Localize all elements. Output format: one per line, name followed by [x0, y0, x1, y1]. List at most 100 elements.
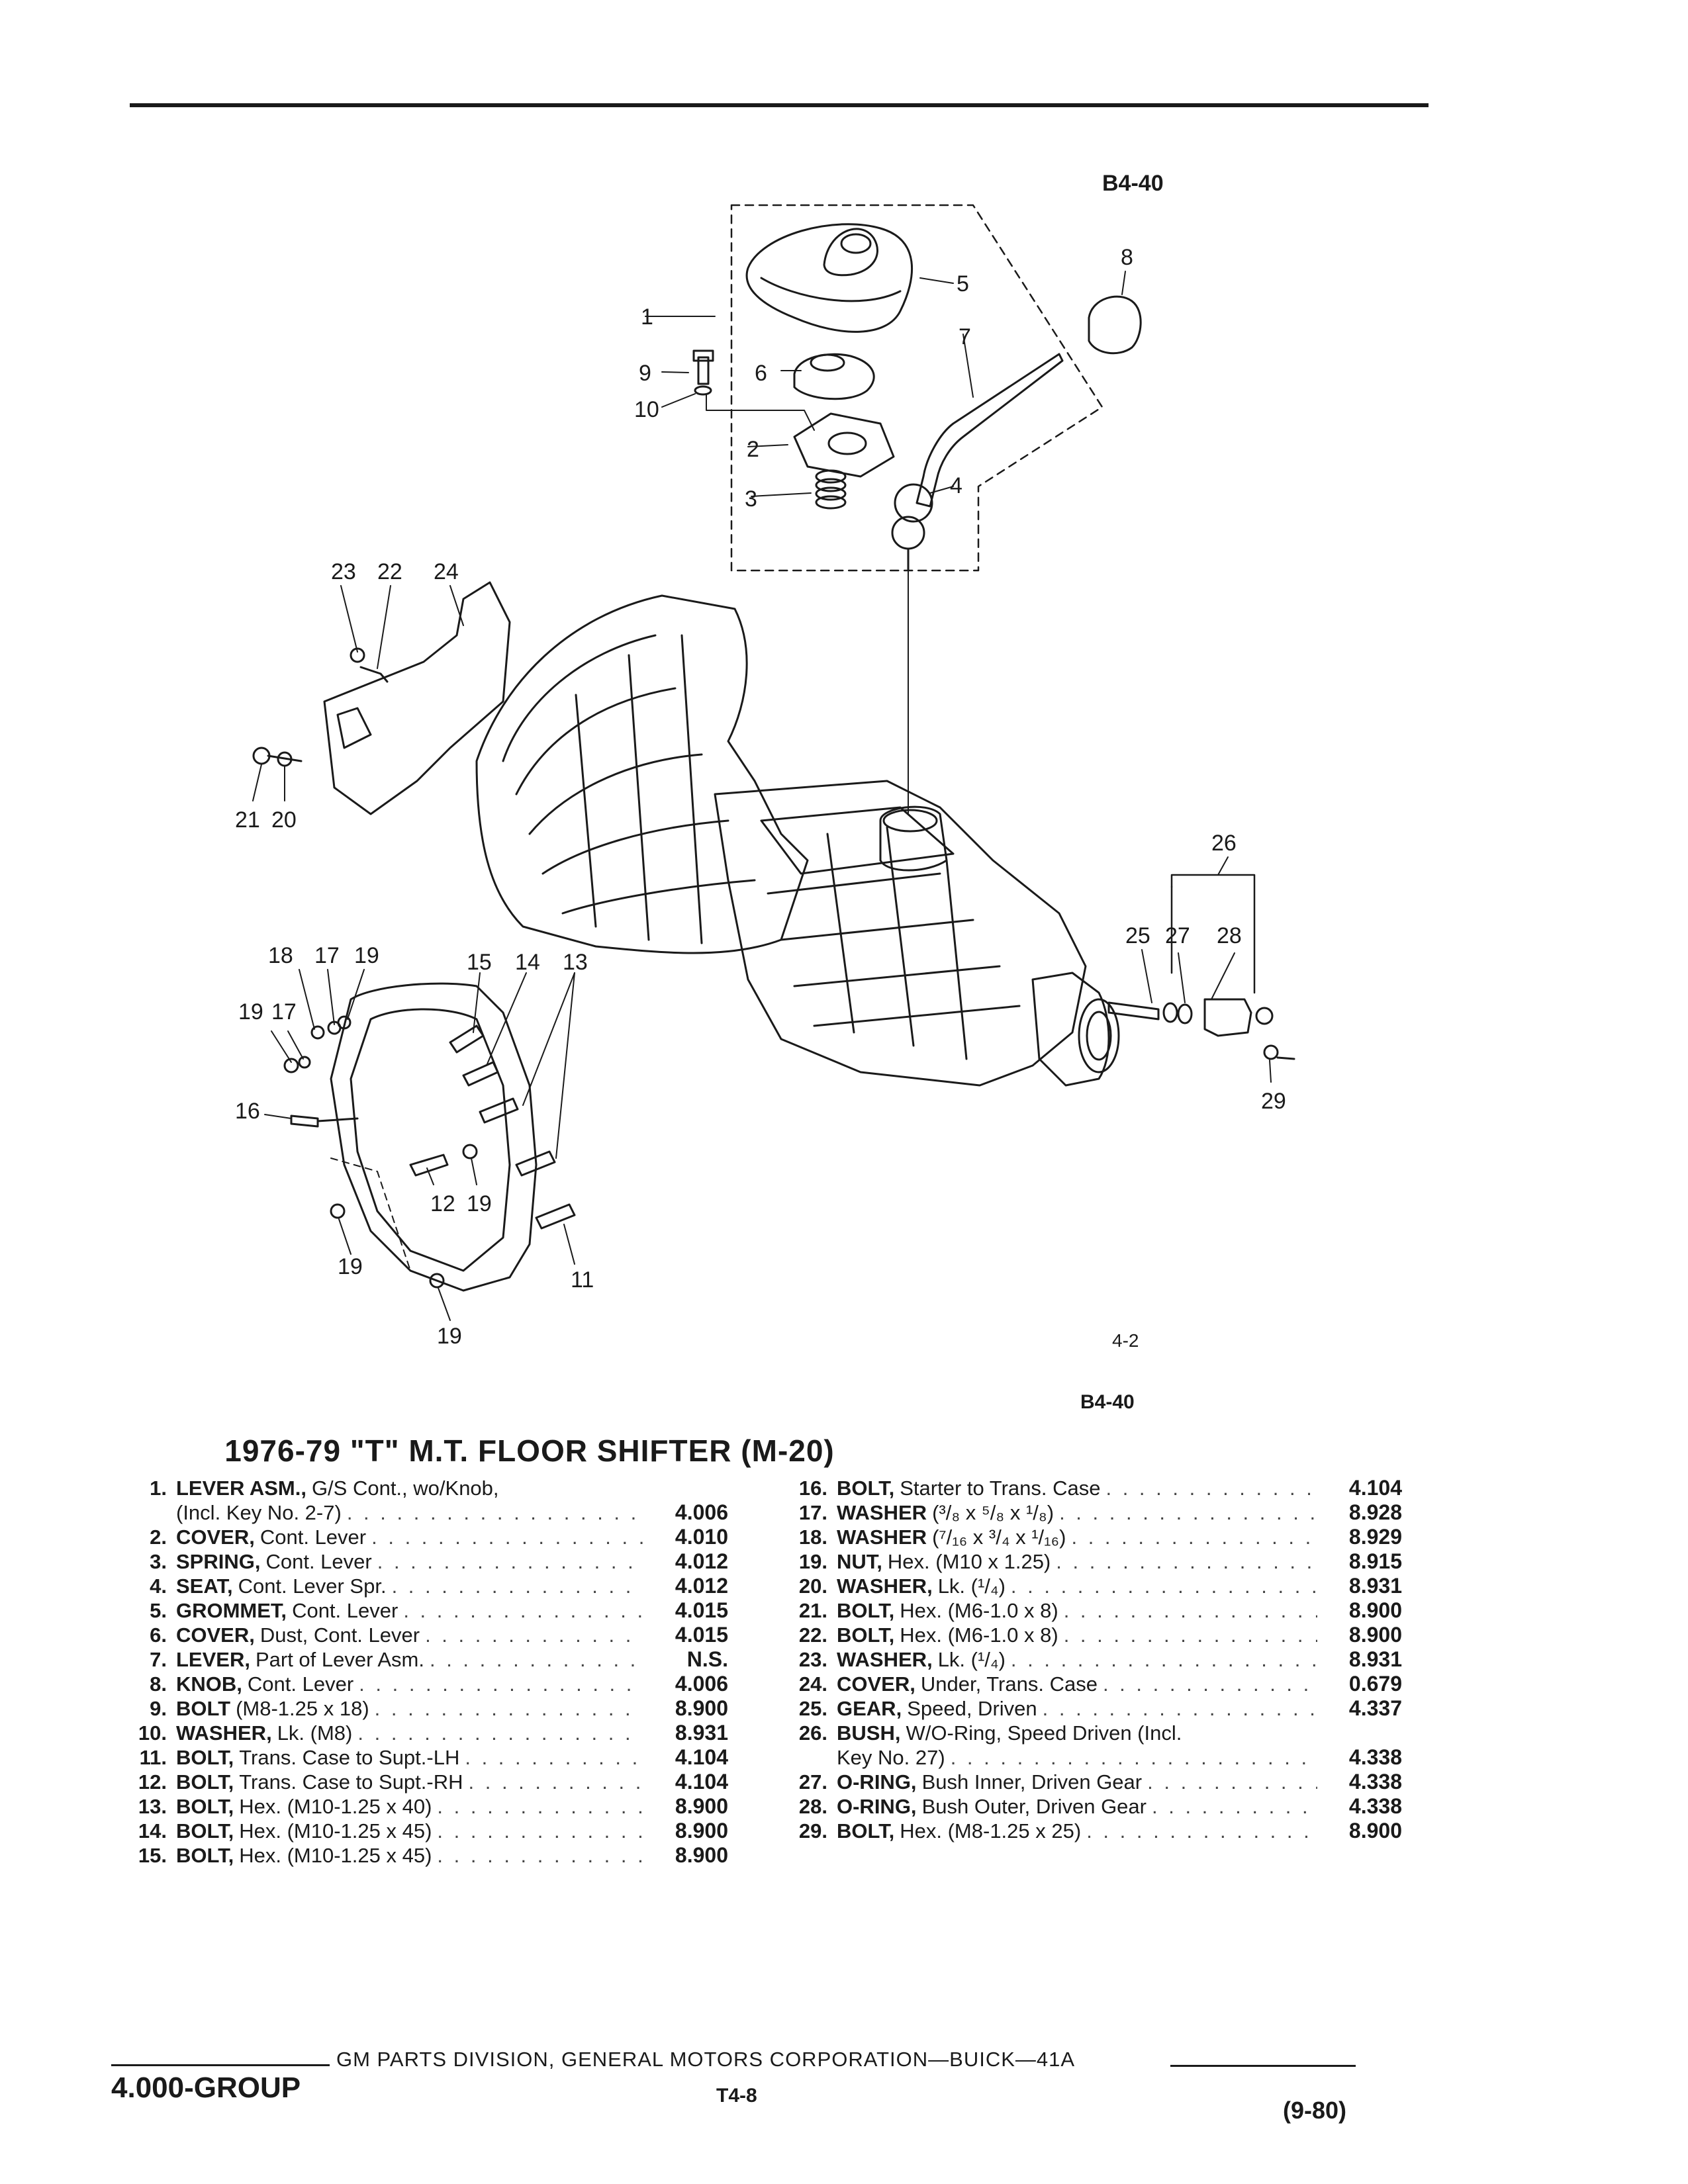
group-number: 4.006	[675, 1672, 728, 1696]
parts-row: 27.O-RING,Bush Inner, Driven Gear4.338	[767, 1770, 1402, 1794]
part-number: 9.	[150, 1697, 167, 1720]
group-number: 4.104	[675, 1745, 728, 1769]
group-number: 8.900	[1348, 1819, 1402, 1843]
callout-6: 6	[755, 361, 767, 386]
knob-shape	[1088, 295, 1142, 355]
group-number: 4.338	[1348, 1745, 1402, 1769]
part-name: BOLT,	[176, 1795, 234, 1818]
part-description: Hex. (M10-1.25 x 40)	[239, 1795, 432, 1818]
group-number: N.S.	[686, 1647, 728, 1671]
header-rule	[130, 103, 1429, 107]
part-name: BOLT,	[837, 1623, 895, 1647]
part-number: 25.	[798, 1697, 827, 1720]
parts-row: 19.NUT,Hex. (M10 x 1.25)8.915	[767, 1549, 1402, 1574]
callout-17b: 17	[271, 999, 297, 1024]
callout-1: 1	[641, 304, 653, 330]
callout-24: 24	[434, 559, 459, 584]
callout-9: 9	[639, 361, 651, 386]
dot-leader	[403, 1598, 643, 1623]
part-description: Trans. Case to Supt.-LH	[239, 1746, 460, 1769]
dot-leader	[392, 1574, 643, 1598]
dot-leader	[1086, 1819, 1317, 1843]
callout-2: 2	[747, 437, 759, 462]
part-number: 7.	[150, 1648, 167, 1671]
parts-row: 21.BOLT,Hex. (M6-1.0 x 8)8.900	[767, 1598, 1402, 1623]
dot-leader	[469, 1770, 644, 1794]
parts-row: 28.O-RING,Bush Outer, Driven Gear4.338	[767, 1794, 1402, 1819]
dot-leader	[1043, 1696, 1317, 1721]
part-name: WASHER	[837, 1501, 927, 1524]
part-description: Speed, Driven	[907, 1697, 1037, 1720]
dot-leader	[437, 1794, 643, 1819]
part-name: BOLT,	[837, 1477, 895, 1500]
part-name: LEVER,	[176, 1648, 250, 1671]
dot-leader	[371, 1525, 643, 1549]
part-number: 3.	[150, 1550, 167, 1573]
group-number: 8.931	[1348, 1647, 1402, 1671]
part-number: 1.	[150, 1477, 167, 1500]
part-description: G/S Cont., wo/Knob,	[311, 1477, 499, 1500]
part-number: 4.	[150, 1574, 167, 1598]
callout-12: 12	[430, 1191, 455, 1216]
group-number: 4.104	[675, 1770, 728, 1794]
parts-list-right: 16.BOLT,Starter to Trans. Case4.10417.WA…	[767, 1476, 1402, 1843]
callout-8: 8	[1121, 245, 1133, 270]
footer-rule-right	[1170, 2065, 1356, 2067]
part-description: Hex. (M6-1.0 x 8)	[900, 1599, 1058, 1622]
part-description: Trans. Case to Supt.-RH	[239, 1770, 463, 1794]
part-number: 16.	[798, 1477, 827, 1500]
callout-4: 4	[950, 473, 962, 498]
parts-row: 6.COVER,Dust, Cont. Lever4.015	[106, 1623, 728, 1647]
dot-leader	[377, 1549, 643, 1574]
part-name: O-RING,	[837, 1770, 917, 1794]
part-name: COVER,	[837, 1672, 915, 1696]
dot-leader	[437, 1819, 643, 1843]
under-cover-shape	[323, 581, 511, 815]
footer-page-number: T4-8	[716, 2085, 757, 2107]
part-description: Cont. Lever	[292, 1599, 399, 1622]
part-description: W/O-Ring, Speed Driven (Incl.	[906, 1721, 1182, 1745]
parts-row: 5.GROMMET,Cont. Lever4.015	[106, 1598, 728, 1623]
part-number: 23.	[798, 1648, 827, 1671]
dot-leader	[465, 1745, 643, 1770]
part-number: 13.	[138, 1795, 167, 1818]
part-number: 11.	[139, 1746, 167, 1769]
part-description: Part of Lever Asm.	[255, 1648, 424, 1671]
parts-row: Key No. 27)4.338	[767, 1745, 1402, 1770]
part-number: 14.	[138, 1819, 167, 1843]
callout-21: 21	[235, 807, 260, 833]
part-number: 20.	[798, 1574, 827, 1598]
callout-18: 18	[268, 943, 293, 968]
callout-29: 29	[1261, 1089, 1286, 1114]
group-number: 4.010	[675, 1525, 728, 1549]
part-number: 5.	[150, 1599, 167, 1622]
part-description: Cont. Lever	[265, 1550, 372, 1573]
dot-leader	[1064, 1623, 1317, 1647]
callout-22: 22	[377, 559, 402, 584]
parts-row: 17.WASHER(³/₈ x ⁵/₈ x ¹/₈)8.928	[767, 1500, 1402, 1525]
transmission-case-shape	[714, 780, 1087, 1087]
part-description: (M8-1.25 x 18)	[236, 1697, 369, 1720]
group-number: 8.931	[675, 1721, 728, 1745]
part-number: 15.	[138, 1844, 167, 1867]
part-name: SPRING,	[176, 1550, 261, 1573]
part-name: BOLT,	[837, 1819, 895, 1843]
group-number: 8.900	[675, 1843, 728, 1867]
callout-14: 14	[515, 950, 540, 975]
part-name: SEAT,	[176, 1574, 233, 1598]
callout-7: 7	[959, 324, 971, 349]
figure-code-top: B4-40	[1102, 171, 1164, 196]
part-name: LEVER ASM.,	[176, 1477, 306, 1500]
dot-leader	[425, 1623, 643, 1647]
part-number: 2.	[150, 1525, 167, 1549]
group-number: 4.015	[675, 1623, 728, 1647]
parts-row: 26.BUSH,W/O-Ring, Speed Driven (Incl.	[767, 1721, 1402, 1745]
dot-leader	[1059, 1500, 1317, 1525]
part-number: 8.	[150, 1672, 167, 1696]
part-name: O-RING,	[837, 1795, 917, 1818]
callout-27: 27	[1165, 923, 1190, 948]
cover-plate-shape	[793, 412, 895, 478]
callout-13: 13	[563, 950, 588, 975]
group-number: 4.012	[675, 1549, 728, 1573]
figure-code-bottom: B4-40	[1080, 1391, 1135, 1413]
